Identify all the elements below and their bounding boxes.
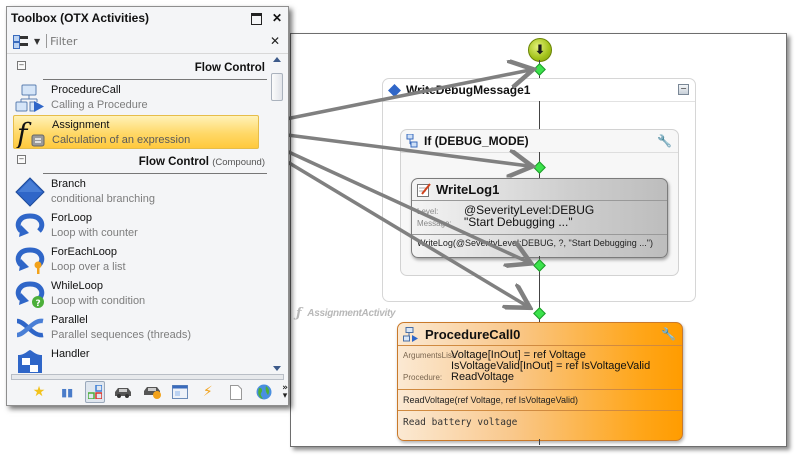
item-desc: Calculation of an expression [52,134,191,146]
procedure-comment: Read battery voltage [403,417,518,428]
assignment-activity-hint: ƒ AssignmentActivity [296,306,396,321]
toolbox-item-forloop[interactable]: ForLoop Loop with counter [7,209,271,243]
assignment-function-icon: f [16,118,45,148]
toolbox-tab-strip: ★ ▮▮ ⚡ »▾ [7,381,288,403]
item-name: ForLoop [51,212,92,224]
star-icon[interactable]: ★ [32,384,46,400]
scroll-up-icon[interactable] [273,57,281,62]
item-desc: Calling a Procedure [51,99,148,111]
item-name: WhileLoop [51,280,103,292]
category-flow-control[interactable]: − Flow Control [7,55,271,81]
more-tabs-button[interactable]: »▾ [282,383,288,401]
connector-line [539,439,540,445]
toolbox-item-handler[interactable]: Handler [7,345,271,373]
branch-diamond-icon [388,83,401,97]
item-name: ProcedureCall [51,84,121,96]
toolbox-item-branch[interactable]: Branch conditional branching [7,175,271,209]
category-flow-control-compound[interactable]: − Flow Control (Compound) [7,149,271,175]
category-title: Flow Control [138,156,209,168]
connector-line [539,101,540,129]
toolbox-item-procedurecall[interactable]: ProcedureCall Calling a Procedure [7,81,271,115]
document-icon[interactable] [226,381,246,403]
clear-filter-icon[interactable]: ✕ [269,34,280,48]
chevron-down-icon[interactable]: ▼ [34,36,41,46]
category-title: Flow Control [194,62,265,74]
block-title: ProcedureCall0 [425,326,521,342]
toolbox-item-foreachloop[interactable]: ForEachLoop Loop over a list [7,243,271,277]
horizontal-scrollbar[interactable] [11,374,284,380]
close-icon[interactable]: ✕ [271,11,282,25]
toolbox-title: Toolbox (OTX Activities) [11,11,150,25]
assignment-hint-text: AssignmentActivity [307,308,396,319]
item-desc: Loop over a list [51,261,126,273]
block-title: If (DEBUG_MODE) [424,134,529,148]
toolbox-item-parallel[interactable]: Parallel Parallel sequences (threads) [7,311,271,345]
message-value: "Start Debugging ..." [464,215,573,229]
item-name: ForEachLoop [51,246,118,258]
wrench-icon[interactable]: 🔧 [657,134,672,148]
argument-1: Voltage[InOut] = ref Voltage [451,349,586,361]
item-desc: Parallel sequences (threads) [51,329,192,341]
procedure-call-signature: ReadVoltage(ref Voltage, ref IsVoltageVa… [398,390,682,411]
procedure-call-block[interactable]: ProcedureCall0 🔧 ArgumentsList:Voltage[I… [397,322,683,441]
toolbox-title-bar: Toolbox (OTX Activities) ✕ [7,7,288,29]
procedure-call-icon [403,326,418,342]
collapse-icon[interactable]: − [17,61,26,70]
category-subtitle: (Compound) [212,157,265,168]
edit-note-icon [417,182,431,197]
loop-icon [15,213,45,237]
item-name: Parallel [51,314,88,326]
lightning-icon[interactable]: ⚡ [202,384,213,400]
scroll-thumb[interactable] [271,73,283,101]
window-icon[interactable] [170,381,190,403]
arguments-label: ArgumentsList: [403,351,457,360]
item-name: Branch [51,178,86,190]
filter-bar: ▼ ✕ [7,29,288,54]
collapse-button[interactable]: − [678,84,689,95]
procedure-call-icon [15,84,44,112]
argument-2: IsVoltageValid[InOut] = ref IsVoltageVal… [451,360,651,372]
start-node[interactable]: ⬇ [528,38,552,62]
writelog-block[interactable]: WriteLog1 Level:@SeverityLevel:DEBUG Mes… [411,178,668,258]
level-label: Level: [417,207,439,216]
toolbox-list: − Flow Control ProcedureCall Calling a P… [7,55,271,373]
vertical-scrollbar[interactable] [270,55,284,373]
arrow-down-icon: ⬇ [534,42,546,58]
parallel-icon [16,318,44,338]
procedure-value: ReadVoltage [451,371,514,383]
branch-diamond-icon [15,177,45,207]
foreach-loop-icon [15,247,45,274]
filter-input[interactable] [50,34,251,48]
car-database-icon[interactable] [142,381,162,403]
scroll-down-icon[interactable] [273,366,281,371]
item-name: Handler [51,348,90,360]
svg-text:f: f [16,118,32,148]
globe-icon[interactable] [254,381,274,403]
item-desc: conditional branching [51,193,155,205]
while-loop-icon: ? [15,281,45,309]
toolbox-item-assignment[interactable]: f Assignment Calculation of an expressio… [13,115,259,149]
block-title: WriteDebugMessage1 [406,83,531,97]
car-icon[interactable] [113,381,133,403]
blocks-icon[interactable] [85,381,106,403]
maximize-icon[interactable] [250,13,262,25]
connector-line [539,256,540,322]
if-condition-icon [406,134,418,148]
books-icon[interactable]: ▮▮ [61,385,74,399]
item-desc: Loop with condition [51,295,146,307]
svg-text:?: ? [36,299,41,309]
item-name: Assignment [52,119,110,131]
function-icon: ƒ [296,306,302,321]
wrench-icon[interactable]: 🔧 [661,327,676,341]
toolbox-item-whileloop[interactable]: ? WhileLoop Loop with condition [7,277,271,311]
collapse-icon[interactable]: − [17,155,26,164]
handler-shield-icon [18,350,42,373]
view-mode-icon[interactable] [13,34,28,49]
writelog-call: WriteLog(@SeverityLevel:DEBUG, ?, "Start… [417,238,653,248]
block-title: WriteLog1 [436,182,500,197]
procedure-label: Procedure: [403,373,443,382]
toolbox-panel: Toolbox (OTX Activities) ✕ ▼ ✕ − Flow Co… [6,6,289,406]
item-desc: Loop with counter [51,227,138,239]
message-label: Message: [417,219,452,228]
